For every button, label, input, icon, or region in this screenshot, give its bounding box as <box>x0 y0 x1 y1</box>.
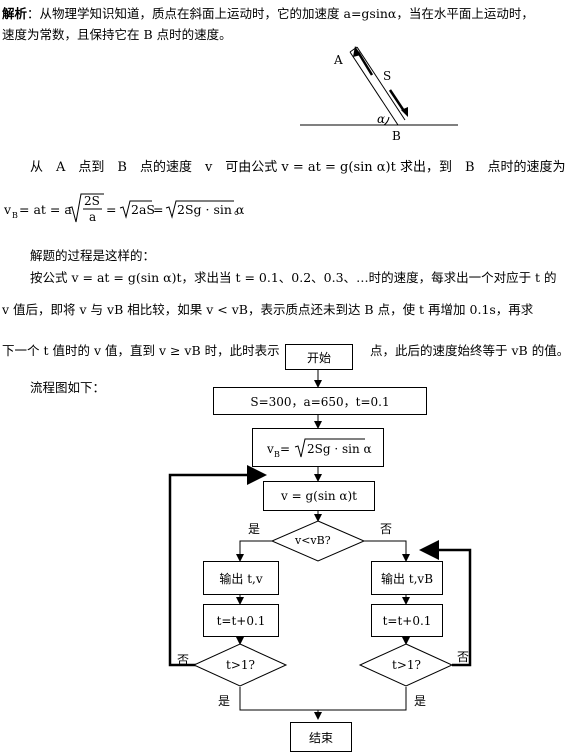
cond-right-text: t>1? <box>392 658 421 672</box>
angle-arc <box>383 116 390 126</box>
flow-start: 开始 <box>285 344 353 370</box>
formula-eq1: = at = a <box>19 202 72 217</box>
no-label-right: 否 <box>457 650 470 664</box>
arrow-right-loop <box>419 540 472 667</box>
flow-end: 结束 <box>290 722 352 752</box>
frac-den: a <box>89 210 96 224</box>
label-a: A <box>333 53 343 67</box>
process-line-3b: 点，此后的速度始终等于 vB 的值。 <box>370 343 567 358</box>
process-line-1: 按公式 v = at = g(sin α)t，求出当 t = 0.1、0.2、0… <box>30 270 557 285</box>
frac-num: 2S <box>84 194 100 208</box>
arrow-up <box>356 51 374 76</box>
flow-vb-sub: B <box>274 450 280 459</box>
formula-end: 。 <box>234 202 247 217</box>
flow-vb-svg: v B = 2Sg · sin α <box>266 438 372 459</box>
para-line-1: 从 A 点到 B 点的速度 v 可由公式 v = at = g(sin α)t … <box>30 160 566 175</box>
formula-sub: B <box>12 211 18 220</box>
flow-calc-v: v = g(sin α)t <box>263 481 375 511</box>
flow-title: 流程图如下： <box>30 380 106 395</box>
cond-left-text: t>1? <box>226 658 255 672</box>
analysis-text-1: ：从物理学知识知道，质点在斜面上运动时，它的加速度 a=gsinα，当在水平面上… <box>27 6 534 21</box>
flow-init: S=300，a=650，t=0.1 <box>213 387 427 415</box>
yes-label-left: 是 <box>218 694 231 708</box>
flow-output-right: 输出 t,vB <box>371 561 443 595</box>
root-2as: 2aS <box>131 202 155 217</box>
radical-3 <box>165 200 234 219</box>
flow-vb-root: 2Sg · sin α <box>307 442 372 456</box>
flow-inc-left: t=t+0.1 <box>203 604 279 637</box>
yes-label-1: 是 <box>248 522 261 536</box>
analysis-line-2: 速度为常数，且保持它在 B 点时的速度。 <box>2 27 232 42</box>
analysis-label: 解析 <box>2 6 28 21</box>
analysis-line-1: 解析：从物理学知识知道，质点在斜面上运动时，它的加速度 a=gsinα，当在水平… <box>2 6 534 22</box>
incline-edge-2 <box>356 46 406 121</box>
flow-output-left: 输出 t,v <box>203 561 279 595</box>
arrow-left-loop <box>168 465 267 667</box>
arrow-down <box>388 89 406 112</box>
root-2sg: 2Sg · sin α <box>177 202 245 217</box>
process-line-2: v 值后，即将 v 与 vB 相比较，如果 v < vB，表示质点还未到达 B … <box>2 302 534 317</box>
label-b: B <box>392 129 401 143</box>
arrow-no-branch <box>364 540 410 562</box>
arrow-down-head <box>401 107 408 117</box>
no-label-left: 否 <box>177 653 190 667</box>
incline-diagram: A S α B <box>300 46 458 143</box>
flow-inc-right: t=t+0.1 <box>371 604 443 637</box>
flow-vb-box: v B = 2Sg · sin α <box>252 428 384 467</box>
no-label-1: 否 <box>380 522 393 536</box>
formula-eq2: = <box>106 202 116 217</box>
vb-formula: v B = at = a 2S a = 2aS = 2Sg · sin α 。 <box>2 188 262 228</box>
process-title: 解题的过程是这样的： <box>30 248 156 263</box>
arrow-yes-branch <box>236 540 282 562</box>
flow-radical <box>294 438 365 458</box>
process-line-3a: 下一个 t 值时的 v 值，直到 v ≥ vB 时，此时表示 <box>2 343 280 358</box>
decision-text: v<vB? <box>295 534 331 547</box>
cond-right-diamond <box>358 643 454 687</box>
merge-yes-lines <box>239 687 407 711</box>
radical-1 <box>67 193 104 223</box>
flow-vb-lhs: v <box>266 442 274 456</box>
yes-label-right: 是 <box>414 694 427 708</box>
label-alpha: α <box>377 112 385 126</box>
incline-edge-1 <box>349 51 399 126</box>
flow-vb-eq: = <box>280 442 290 456</box>
label-s: S <box>383 69 391 83</box>
radical-2 <box>119 200 152 219</box>
cond-left-diamond <box>192 643 288 687</box>
formula-eq3: = <box>153 202 163 217</box>
formula-v: v <box>3 202 12 217</box>
vb-formula-svg: v B = at = a 2S a = 2aS = 2Sg · sin α 。 <box>3 193 247 224</box>
decision-diamond <box>270 520 366 562</box>
arrow-up-head <box>353 46 361 57</box>
